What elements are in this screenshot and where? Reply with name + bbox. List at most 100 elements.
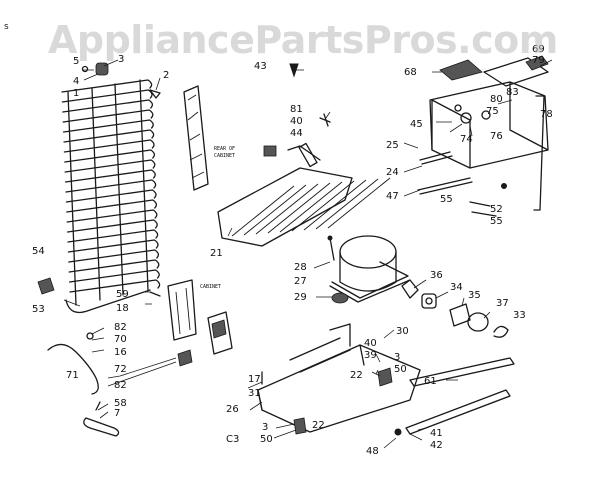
callout-22-lower: 22 <box>312 420 325 431</box>
note-rear-of-cabinet-1: REAR OF <box>214 146 235 152</box>
callout-78: 78 <box>540 109 553 120</box>
coil-loop <box>66 219 158 233</box>
callout-45: 45 <box>410 119 423 130</box>
callout-28: 28 <box>294 262 307 273</box>
callout-17: 17 <box>248 374 261 385</box>
coil-loop <box>62 119 154 133</box>
coil-loop <box>69 279 161 293</box>
screws-52-55 <box>469 183 507 217</box>
callout-59: 59 <box>116 289 129 300</box>
coil-loop <box>64 149 156 163</box>
callout-41: 41 <box>430 428 443 439</box>
callout-53: 53 <box>32 304 45 315</box>
coil-loop <box>65 179 157 193</box>
rail-41 <box>405 389 511 435</box>
rack-slat <box>315 178 379 230</box>
filter-drier-58 <box>83 401 120 437</box>
callout-31: 31 <box>248 388 261 399</box>
callout-35: 35 <box>468 290 481 301</box>
coil-loop <box>68 249 160 263</box>
callout-3-lower: 3 <box>262 422 268 433</box>
callout-47: 47 <box>386 191 399 202</box>
callout-3: 3 <box>118 54 124 65</box>
compressor <box>329 235 411 303</box>
coil-loop <box>68 269 160 283</box>
tube-47 <box>417 177 473 195</box>
coil-loop <box>64 159 156 173</box>
callout-75: 75 <box>486 106 499 117</box>
thermostat-17 <box>207 311 233 355</box>
callout-50-upper: 50 <box>394 364 407 375</box>
coil-loop <box>61 79 153 93</box>
callout-76: 76 <box>490 131 503 142</box>
coil-loop <box>63 139 155 153</box>
callout-4: 4 <box>73 76 79 87</box>
rack-slat <box>303 179 367 231</box>
coil-loop <box>62 109 154 123</box>
rack-slat <box>327 177 391 229</box>
callout-21: 21 <box>210 248 223 259</box>
callout-82-lower: 82 <box>114 380 127 391</box>
callout-30: 30 <box>396 326 409 337</box>
callout-50-lower: 50 <box>260 434 273 445</box>
callout-58: 58 <box>114 398 127 409</box>
fastener-2 <box>149 89 161 99</box>
bracket-78 <box>533 95 545 211</box>
coil-loop <box>62 99 154 113</box>
callout-29: 29 <box>294 292 307 303</box>
callout-26: 26 <box>226 404 239 415</box>
callout-numbers: 5 4 1 3 2 43 68 69 79 83 80 75 78 45 74 … <box>32 44 553 457</box>
coil-loop <box>68 259 160 273</box>
callout-71: 71 <box>66 370 79 381</box>
screw-59 <box>149 291 161 297</box>
callout-3-middle: 3 <box>394 352 400 363</box>
callout-52: 52 <box>490 204 503 215</box>
callout-44: 44 <box>290 128 303 139</box>
note-rear-of-cabinet-2: CABINET <box>214 153 235 159</box>
callout-2: 2 <box>163 70 169 81</box>
bracket-22 <box>293 367 393 435</box>
condenser-coil <box>61 79 161 314</box>
note-cabinet: CABINET <box>200 284 221 290</box>
screw-48 <box>394 428 402 436</box>
grommet-29 <box>331 292 349 304</box>
capacitor-37 <box>467 312 489 332</box>
callout-70: 70 <box>114 334 127 345</box>
callout-68: 68 <box>404 67 417 78</box>
rack-slat <box>243 184 307 236</box>
compressor-base-frame <box>258 323 420 433</box>
coil-loop <box>63 129 155 143</box>
cabinet-strip <box>167 279 197 341</box>
ice-maker-housing <box>429 81 549 169</box>
callout-39: 39 <box>364 350 377 361</box>
callout-79: 79 <box>532 55 545 66</box>
rail-61 <box>409 357 515 387</box>
ice-maker-lid <box>483 55 549 87</box>
coil-loop <box>67 229 159 243</box>
callout-5: 5 <box>73 56 79 67</box>
callout-36: 36 <box>430 270 443 281</box>
callout-22-upper: 22 <box>350 370 363 381</box>
callout-81: 81 <box>290 104 303 115</box>
callout-7: 7 <box>114 408 120 419</box>
callout-82-upper: 82 <box>114 322 127 333</box>
callout-33: 33 <box>513 310 526 321</box>
callout-80: 80 <box>490 94 503 105</box>
coil-loop <box>66 199 158 213</box>
screw-81 <box>319 113 331 127</box>
callout-55-lower: 55 <box>490 216 503 227</box>
callout-16: 16 <box>114 347 127 358</box>
callout-24: 24 <box>386 167 399 178</box>
callout-40-lower: 40 <box>364 338 377 349</box>
callout-42: 42 <box>430 440 443 451</box>
callout-37: 37 <box>496 298 509 309</box>
page-code: C3 <box>226 434 239 445</box>
callout-34: 34 <box>450 282 463 293</box>
tube-24 <box>419 151 453 165</box>
callout-40-upper: 40 <box>290 116 303 127</box>
callout-1: 1 <box>73 88 79 99</box>
rack-slat <box>291 180 355 232</box>
rack-slat <box>255 183 319 235</box>
